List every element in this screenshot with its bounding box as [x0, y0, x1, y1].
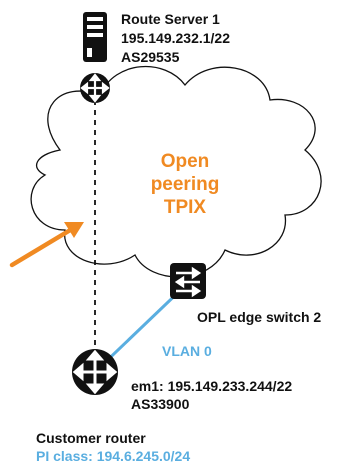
cloud-title: Open peering TPIX — [125, 150, 245, 219]
vlan-label: VLAN 0 — [162, 343, 212, 359]
route-server-name: Route Server 1 — [121, 11, 220, 27]
customer-asn: AS33900 — [131, 396, 190, 412]
route-server-ip: 195.149.232.1/22 — [121, 30, 230, 46]
customer-router-icon — [72, 349, 118, 395]
cloud-title-line-1: Open — [160, 151, 210, 172]
peering-cloud — [30, 65, 322, 278]
route-server-asn: AS29535 — [121, 49, 180, 65]
switch-icon — [170, 263, 206, 299]
customer-pi-class: PI class: 194.6.245.0/24 — [36, 448, 191, 464]
orange-arrow-icon — [9, 222, 84, 268]
cloud-title-line-3: TPIX — [163, 197, 207, 218]
customer-interface: em1: 195.149.233.244/22 — [131, 378, 293, 394]
router-icon — [80, 73, 110, 103]
customer-router-name: Customer router — [36, 430, 146, 446]
cloud-title-line-2: peering — [150, 174, 220, 195]
edge-switch-label: OPL edge switch 2 — [197, 309, 322, 325]
server-icon — [83, 12, 107, 62]
